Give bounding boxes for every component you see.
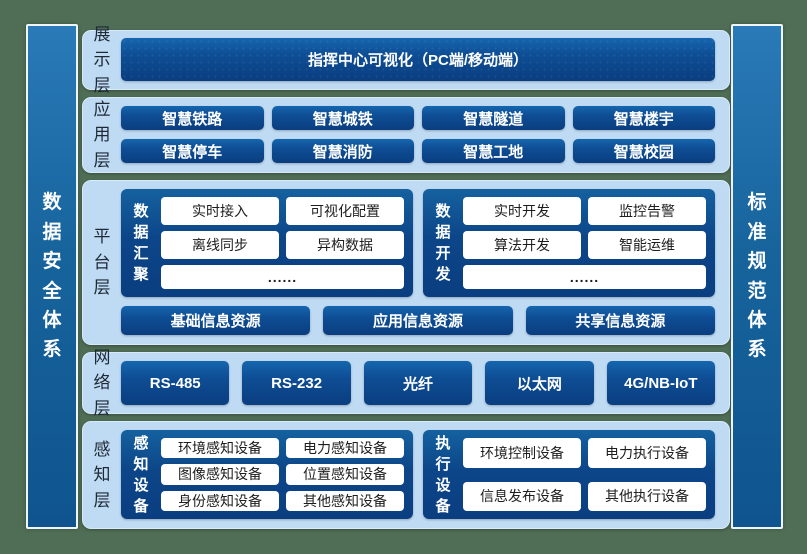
layer-label-network-text: 网络层 [93,347,111,418]
feature-box: 算法开发 [463,231,581,259]
device-box: 身份感知设备 [161,490,279,511]
platform-groups-row: 数据汇聚 实时接入 可视化配置 离线同步 异构数据 ...... 数据开发 [121,189,715,297]
network-button: 以太网 [485,361,594,405]
perception-layer-panel: 感知层 感知设备 环境感知设备 电力感知设备 图像感知设备 位置感知设备 身份感… [82,421,730,529]
layer-label-perception-text: 感知层 [93,439,111,510]
layer-label-display-text: 展示层 [93,24,111,95]
layer-label-platform: 平台层 [83,181,121,344]
device-box: 信息发布设备 [463,481,581,511]
device-box: 图像感知设备 [161,464,279,485]
sensing-devices-group: 感知设备 环境感知设备 电力感知设备 图像感知设备 位置感知设备 身份感知设备 … [121,430,413,519]
device-box: 环境感知设备 [161,438,279,459]
data-aggregation-title: 数据汇聚 [130,197,152,289]
network-button: RS-485 [121,361,230,405]
app-button: 智慧楼宇 [572,106,715,130]
platform-layer-panel: 平台层 数据汇聚 实时接入 可视化配置 离线同步 异构数据 ...... [82,180,730,345]
layer-label-platform-text: 平台层 [93,227,111,298]
ellipsis-box: ...... [463,265,706,289]
application-layer-panel: 应用层 智慧铁路 智慧城铁 智慧隧道 智慧楼宇 智慧停车 智慧消防 智慧工地 智… [82,97,730,173]
group-title-text: 执行设备 [435,434,451,515]
group-title-text: 数据汇聚 [133,203,149,283]
app-button: 智慧工地 [422,139,565,163]
device-box: 电力执行设备 [588,438,706,468]
actuator-devices-group: 执行设备 环境控制设备 电力执行设备 信息发布设备 其他执行设备 [423,430,715,519]
right-pillar-label: 标准规范体系 [747,192,767,361]
device-box: 其他感知设备 [286,490,404,511]
sensing-devices-title: 感知设备 [130,435,152,515]
resource-bar: 基础信息资源 [121,306,311,335]
data-aggregation-grid: 实时接入 可视化配置 离线同步 异构数据 ...... [161,197,404,289]
data-development-group: 数据开发 实时开发 监控告警 算法开发 智能运维 ...... [423,189,715,297]
perception-content: 感知设备 环境感知设备 电力感知设备 图像感知设备 位置感知设备 身份感知设备 … [121,422,729,528]
left-pillar-label: 数据安全体系 [42,192,62,361]
feature-box: 可视化配置 [286,197,404,225]
resources-row: 基础信息资源 应用信息资源 共享信息资源 [121,306,715,335]
network-button: 4G/NB-IoT [606,361,716,405]
app-button: 智慧停车 [121,139,264,163]
network-row: RS-485 RS-232 光纤 以太网 4G/NB-IoT [121,353,729,413]
app-button: 智慧校园 [572,139,715,163]
sensing-devices-grid: 环境感知设备 电力感知设备 图像感知设备 位置感知设备 身份感知设备 其他感知设… [161,438,404,511]
command-center-bar: 指挥中心可视化（PC端/移动端） [121,38,715,81]
data-development-grid: 实时开发 监控告警 算法开发 智能运维 ...... [463,197,706,289]
app-button: 智慧城铁 [271,106,414,130]
platform-content: 数据汇聚 实时接入 可视化配置 离线同步 异构数据 ...... 数据开发 [121,181,729,344]
feature-box: 离线同步 [161,231,279,259]
ellipsis-box: ...... [161,265,404,289]
device-box: 环境控制设备 [463,438,581,468]
layers-column: 展示层 指挥中心可视化（PC端/移动端） 应用层 智慧铁路 智慧城铁 智慧隧道 … [82,25,730,529]
resource-bar: 应用信息资源 [323,306,513,335]
feature-box: 实时开发 [463,197,581,225]
device-box: 位置感知设备 [286,464,404,485]
app-button: 智慧隧道 [422,106,565,130]
actuator-devices-title: 执行设备 [432,435,454,515]
data-aggregation-group: 数据汇聚 实时接入 可视化配置 离线同步 异构数据 ...... [121,189,413,297]
network-layer-panel: 网络层 RS-485 RS-232 光纤 以太网 4G/NB-IoT [82,348,730,418]
right-pillar: 标准规范体系 [731,24,783,529]
app-button: 智慧消防 [271,139,414,163]
feature-box: 监控告警 [588,197,706,225]
device-box: 其他执行设备 [588,481,706,511]
layer-label-application: 应用层 [83,98,121,172]
feature-box: 智能运维 [588,231,706,259]
display-layer-content: 指挥中心可视化（PC端/移动端） [121,31,729,89]
actuator-devices-grid: 环境控制设备 电力执行设备 信息发布设备 其他执行设备 [463,438,706,511]
group-title-text: 感知设备 [133,434,149,515]
display-layer-panel: 展示层 指挥中心可视化（PC端/移动端） [82,25,730,95]
group-title-text: 数据开发 [435,203,451,283]
network-button: 光纤 [363,361,473,405]
network-button: RS-232 [242,361,351,405]
layer-label-network: 网络层 [83,348,121,418]
layer-label-application-text: 应用层 [93,99,111,170]
left-pillar: 数据安全体系 [26,24,78,529]
resource-bar: 共享信息资源 [525,306,715,335]
feature-box: 实时接入 [161,197,279,225]
device-box: 电力感知设备 [286,438,404,459]
layer-label-display: 展示层 [83,25,121,95]
layer-label-perception: 感知层 [83,422,121,528]
data-development-title: 数据开发 [432,197,454,289]
feature-box: 异构数据 [286,231,404,259]
application-grid: 智慧铁路 智慧城铁 智慧隧道 智慧楼宇 智慧停车 智慧消防 智慧工地 智慧校园 [121,98,729,172]
app-button: 智慧铁路 [121,106,264,130]
